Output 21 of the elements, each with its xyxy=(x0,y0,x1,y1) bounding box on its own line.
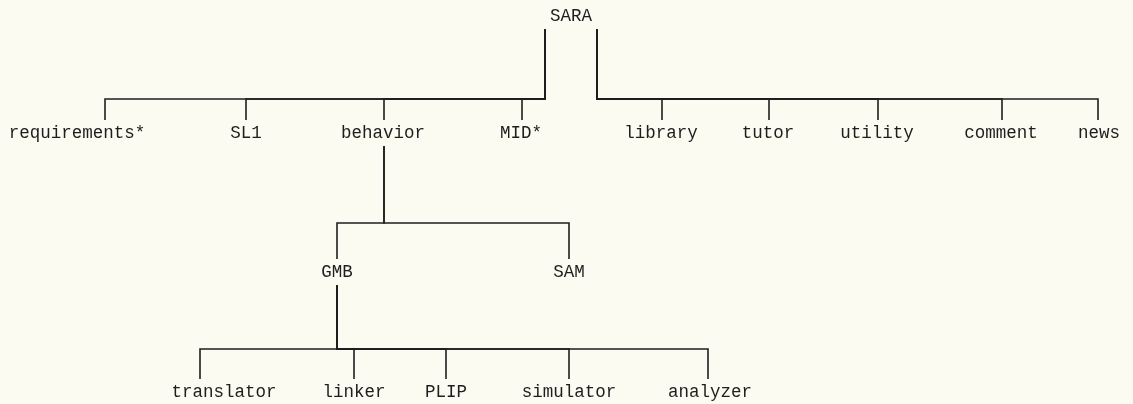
tree-node-label: SL1 xyxy=(230,122,262,144)
tree-node-label: PLIP xyxy=(425,381,467,403)
tree-node-label: requirements* xyxy=(8,122,146,144)
tree-node-label: utility xyxy=(840,122,914,144)
tree-node-label: translator xyxy=(171,381,277,403)
tree-node-label: behavior xyxy=(341,122,425,144)
tree-node-label: MID* xyxy=(500,122,542,144)
tree-connector xyxy=(336,284,709,380)
tree-node-label: tutor xyxy=(741,122,795,144)
tree-node-label: simulator xyxy=(521,381,617,403)
tree-node-label: SARA xyxy=(550,5,592,27)
tree-connector xyxy=(521,28,546,121)
tree-node-label: news xyxy=(1078,122,1120,144)
tree-connector xyxy=(383,145,570,260)
tree-node-label: library xyxy=(624,122,698,144)
tree-node-label: SAM xyxy=(553,261,585,283)
tree-node-label: GMB xyxy=(321,261,353,283)
tree-node-label: comment xyxy=(964,122,1038,144)
tree-connector xyxy=(596,28,1099,121)
tree-node-label: linker xyxy=(322,381,386,403)
tree-node-label: analyzer xyxy=(668,381,752,403)
